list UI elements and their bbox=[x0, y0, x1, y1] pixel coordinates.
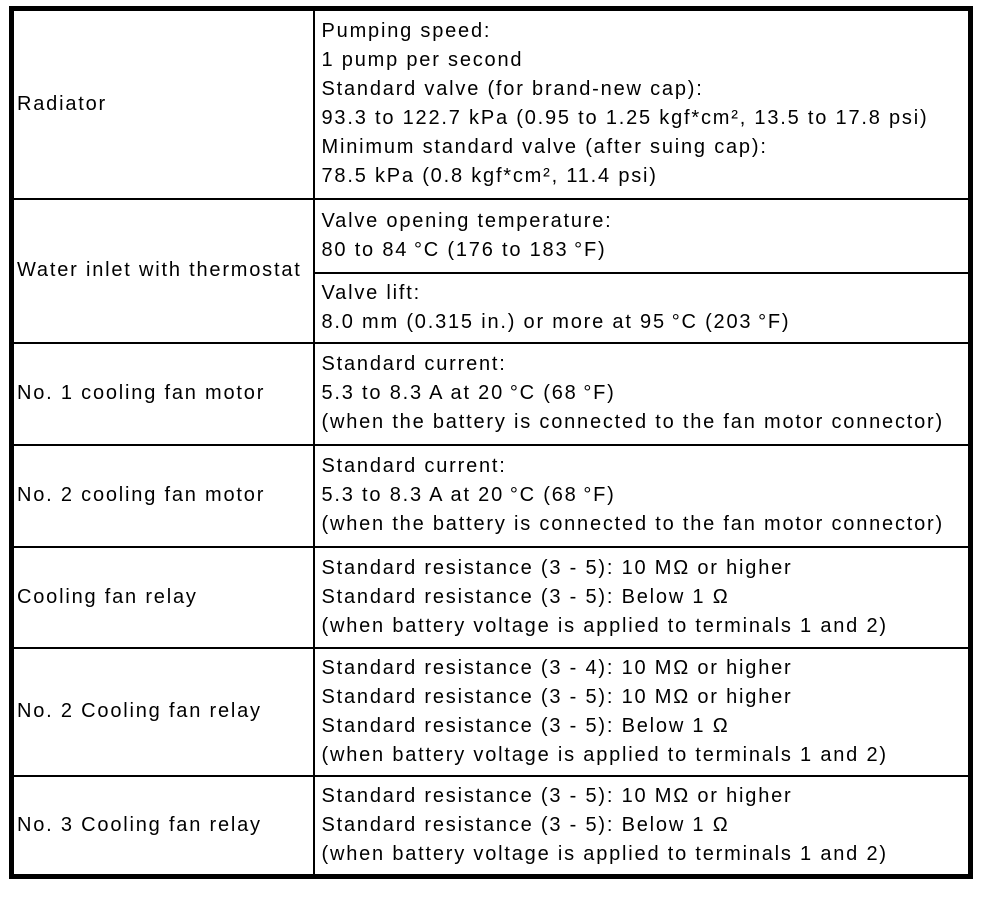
spec-line: (when battery voltage is applied to term… bbox=[321, 842, 888, 865]
spec-line: 80 to 84 °C (176 to 183 °F) bbox=[321, 238, 607, 261]
component-cell: Water inlet with thermostat bbox=[10, 197, 315, 344]
spec-line: Standard resistance (3 - 5): Below 1 Ω bbox=[321, 813, 730, 836]
component-cell: Cooling fan relay bbox=[10, 545, 315, 649]
spec-cell: Standard current: 5.3 to 8.3 A at 20 °C … bbox=[312, 341, 972, 446]
table-row: No. 2 cooling fan motor Standard current… bbox=[10, 443, 972, 548]
spec-line: Standard resistance (3 - 4): 10 MΩ or hi… bbox=[321, 656, 793, 679]
page: { "table": { "description": "Cooling sys… bbox=[0, 6, 992, 898]
spec-line: 1 pump per second bbox=[321, 49, 524, 72]
spec-line: 5.3 to 8.3 A at 20 °C (68 °F) bbox=[321, 382, 616, 404]
spec-cell: Valve opening temperature: 80 to 84 °C (… bbox=[312, 197, 972, 274]
spec-line: (when battery voltage is applied to term… bbox=[321, 743, 888, 766]
spec-line: 78.5 kPa (0.8 kgf*cm², 11.4 psi) bbox=[321, 165, 658, 188]
spec-line: Standard current: bbox=[321, 353, 507, 375]
spec-line: 5.3 to 8.3 A at 20 °C (68 °F) bbox=[321, 484, 616, 506]
spec-line: (when the battery is connected to the fa… bbox=[321, 513, 944, 535]
spec-cell: Standard resistance (3 - 4): 10 MΩ or hi… bbox=[312, 646, 972, 777]
spec-line: Standard resistance (3 - 5): 10 MΩ or hi… bbox=[321, 556, 793, 579]
table-row: Cooling fan relay Standard resistance (3… bbox=[10, 545, 972, 649]
spec-line: Valve opening temperature: bbox=[321, 209, 613, 232]
table-row: No. 1 cooling fan motor Standard current… bbox=[10, 341, 972, 446]
table-row: Valve lift: 8.0 mm (0.315 in.) or more a… bbox=[12, 271, 972, 344]
component-cell: No. 2 cooling fan motor bbox=[10, 443, 315, 548]
spec-line: 8.0 mm (0.315 in.) or more at 95 °C (203… bbox=[321, 310, 791, 333]
component-cell: No. 3 Cooling fan relay bbox=[10, 774, 315, 877]
table-row: Water inlet with thermostat Valve openin… bbox=[10, 197, 972, 344]
spec-cell: Pumping speed: 1 pump per second Standar… bbox=[312, 7, 972, 200]
spec-line: 93.3 to 122.7 kPa (0.95 to 1.25 kgf*cm²,… bbox=[321, 107, 929, 130]
spec-line: Standard resistance (3 - 5): 10 MΩ or hi… bbox=[321, 784, 793, 807]
spec-line: (when the battery is connected to the fa… bbox=[321, 411, 944, 433]
spec-line: Minimum standard valve (after suing cap)… bbox=[321, 136, 768, 159]
component-cell: No. 1 cooling fan motor bbox=[10, 341, 315, 446]
table-row: Radiator Pumping speed: 1 pump per secon… bbox=[10, 7, 972, 200]
spec-line: Pumping speed: bbox=[321, 20, 492, 43]
spec-line: Valve lift: bbox=[321, 281, 421, 304]
spec-cell: Valve lift: 8.0 mm (0.315 in.) or more a… bbox=[312, 271, 972, 344]
spec-cell: Standard current: 5.3 to 8.3 A at 20 °C … bbox=[312, 443, 972, 548]
spec-line: Standard resistance (3 - 5): Below 1 Ω bbox=[321, 585, 730, 608]
spec-line: Standard valve (for brand-new cap): bbox=[321, 78, 704, 101]
spec-line: Standard resistance (3 - 5): Below 1 Ω bbox=[321, 714, 730, 737]
spec-cell: Standard resistance (3 - 5): 10 MΩ or hi… bbox=[312, 774, 972, 877]
table-row: No. 3 Cooling fan relay Standard resista… bbox=[10, 774, 972, 877]
table-row: No. 2 Cooling fan relay Standard resista… bbox=[10, 646, 972, 777]
spec-line: Standard resistance (3 - 5): 10 MΩ or hi… bbox=[321, 685, 793, 708]
specifications-table: Radiator Pumping speed: 1 pump per secon… bbox=[9, 6, 973, 879]
component-cell: No. 2 Cooling fan relay bbox=[10, 646, 315, 777]
component-cell: Radiator bbox=[10, 7, 315, 200]
spec-cell: Standard resistance (3 - 5): 10 MΩ or hi… bbox=[312, 545, 972, 649]
spec-line: (when battery voltage is applied to term… bbox=[321, 614, 888, 637]
spec-line: Standard current: bbox=[321, 455, 507, 477]
